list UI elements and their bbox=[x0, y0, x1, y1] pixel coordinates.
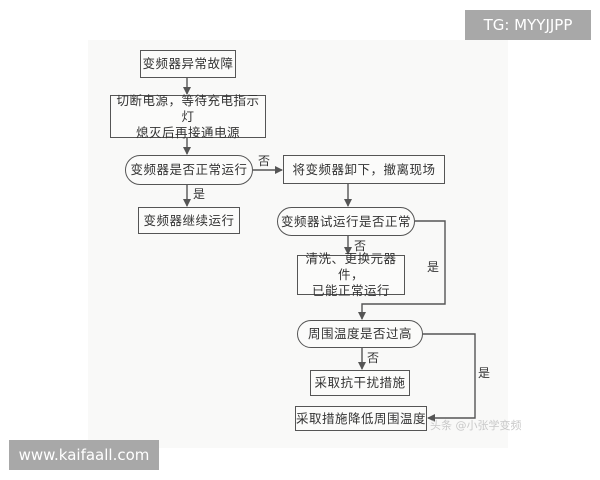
node-remove-inverter-text: 将变频器卸下，撤离现场 bbox=[292, 161, 436, 177]
node-power-cycle-line1: 切断电源，等待充电指示灯 bbox=[116, 92, 260, 124]
edge-label-test-run-no: 否 bbox=[354, 239, 367, 253]
node-fault: 变频器异常故障 bbox=[140, 50, 236, 78]
bottom-left-badge: www.kaifaall.com bbox=[9, 440, 159, 470]
node-lower-temp: 采取措施降低周围温度 bbox=[295, 406, 427, 431]
node-power-cycle: 切断电源，等待充电指示灯 熄灭后再接通电源 bbox=[110, 92, 266, 140]
node-anti-interference: 采取抗干扰措施 bbox=[310, 370, 410, 396]
edge-label-test-run-yes: 是 bbox=[427, 260, 440, 274]
decision-test-run-text: 变频器试运行是否正常 bbox=[280, 213, 411, 229]
top-right-badge-text: TG: MYYJJPP bbox=[483, 16, 573, 34]
decision-temp-high: 周围温度是否过高 bbox=[297, 320, 423, 348]
node-clean-replace: 清洗、更换元器件， 已能正常运行 bbox=[297, 251, 405, 298]
decision-temp-high-text: 周围温度是否过高 bbox=[307, 326, 412, 341]
edge-label-temp-no: 否 bbox=[367, 351, 380, 365]
bottom-left-badge-text: www.kaifaall.com bbox=[18, 446, 150, 464]
node-remove-inverter: 将变频器卸下，撤离现场 bbox=[283, 155, 445, 184]
edge-label-temp-yes: 是 bbox=[478, 366, 491, 380]
node-continue-running: 变频器继续运行 bbox=[138, 207, 240, 234]
node-fault-text: 变频器异常故障 bbox=[142, 56, 234, 71]
node-lower-temp-text: 采取措施降低周围温度 bbox=[296, 410, 427, 426]
top-right-badge: TG: MYYJJPP bbox=[465, 10, 591, 40]
node-power-cycle-line2: 熄灭后再接通电源 bbox=[135, 124, 240, 140]
decision-test-run: 变频器试运行是否正常 bbox=[277, 207, 415, 236]
edge-label-check-running-no: 否 bbox=[258, 154, 271, 168]
decision-check-running-text: 变频器是否正常运行 bbox=[130, 162, 248, 177]
node-clean-replace-line1: 清洗、更换元器件， bbox=[305, 251, 397, 282]
decision-check-running: 变频器是否正常运行 bbox=[125, 155, 253, 185]
node-clean-replace-line2: 已能正常运行 bbox=[311, 283, 390, 298]
node-continue-running-text: 变频器继续运行 bbox=[143, 212, 235, 228]
node-anti-interference-text: 采取抗干扰措施 bbox=[314, 375, 406, 390]
watermark-text: 头条 @小张学变频 bbox=[430, 419, 522, 432]
edge-label-check-running-yes: 是 bbox=[193, 187, 206, 201]
